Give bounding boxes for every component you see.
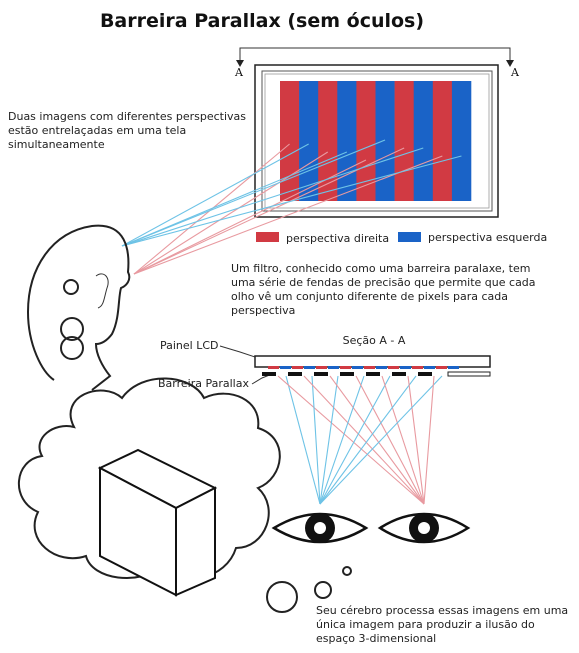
ray-left-perspective (121, 155, 462, 247)
barrier-bar (340, 372, 354, 376)
section-ray-right-eye (277, 375, 425, 505)
intro-text-line-1: Duas imagens com diferentes perspectivas (8, 110, 246, 123)
section-ray-right-eye (407, 375, 425, 505)
brain-text-line-2: única imagem para produzir a ilusão do (316, 618, 535, 631)
legend-label-left: perspectiva esquerda (428, 231, 547, 244)
lcd-pixel-left (352, 366, 363, 369)
lcd-pixel-row (268, 366, 459, 369)
thought-bubble-small (342, 566, 352, 576)
ray-left-perspective (121, 139, 386, 247)
stripe-left-perspective (451, 81, 472, 201)
lcd-pixel-left (448, 366, 459, 369)
lcd-pixel-right (412, 366, 423, 369)
section-ray-right-eye (329, 375, 425, 505)
section-ray-left-eye (319, 375, 391, 505)
lcd-pixel-right (388, 366, 399, 369)
section-ray-left-eye (319, 375, 417, 505)
section-ray-left-eye (285, 375, 321, 505)
stripe-right-perspective (318, 81, 338, 201)
lcd-pixel-right (268, 366, 279, 369)
ray-right-perspective (133, 151, 329, 275)
section-ray-right-eye (303, 375, 425, 505)
brain-text-line-1: Seu cérebro processa essas imagens em um… (316, 604, 568, 617)
legend-swatch-left (398, 232, 421, 242)
section-ray-left-eye (319, 375, 443, 505)
section-ray-right-eye (381, 375, 425, 505)
stripe-right-perspective (394, 81, 414, 201)
lcd-panel-leader (219, 345, 259, 359)
intro-text-line-2: estão entrelaçadas em uma tela (8, 124, 186, 137)
section-rays (277, 375, 443, 505)
filter-text-line-1: Um filtro, conhecido como uma barreira p… (231, 262, 530, 275)
head-profile (26, 224, 131, 391)
lcd-pixel-right (364, 366, 375, 369)
barrier-slits (262, 371, 491, 377)
lcd-pixel-right (316, 366, 327, 369)
left-eye (271, 512, 369, 544)
section-bracket (236, 47, 514, 67)
section-view-label: Seção A - A (343, 334, 406, 347)
lcd-pixel-left (376, 366, 387, 369)
thought-bubble-large (266, 581, 298, 613)
ray-right-perspective (133, 155, 443, 275)
thought-bubble-medium (314, 581, 332, 599)
lcd-pixel-right (436, 366, 447, 369)
diagram-title: Barreira Parallax (sem óculos) (100, 10, 424, 32)
lcd-pixel-left (400, 366, 411, 369)
barrier-bar (366, 372, 380, 376)
lcd-pixel-right (340, 366, 351, 369)
screen-frame (254, 64, 499, 218)
stripe-left-perspective (299, 81, 319, 201)
stripe-right-perspective (356, 81, 376, 201)
barrier-bar (288, 372, 302, 376)
interlaced-stripes (280, 81, 472, 201)
barrier-bar (262, 372, 276, 376)
stripe-left-perspective (375, 81, 395, 201)
screen-rays (121, 139, 462, 275)
thought-cloud (18, 377, 281, 580)
right-eye (377, 512, 471, 544)
lcd-pixel-left (304, 366, 315, 369)
barrier-bar (314, 372, 328, 376)
filter-text-line-2: uma série de fendas de precisão que perm… (231, 276, 536, 289)
cube-3d (97, 448, 218, 597)
lcd-pixel-left (280, 366, 291, 369)
intro-text-line-3: simultaneamente (8, 138, 105, 151)
lcd-pixel-left (328, 366, 339, 369)
stripe-left-perspective (413, 81, 434, 201)
legend-label-right: perspectiva direita (286, 232, 389, 245)
section-marker-right: A (510, 66, 520, 79)
legend-swatch-right (256, 232, 279, 242)
brain-text-line-3: espaço 3-dimensional (316, 632, 436, 645)
lcd-pixel-right (292, 366, 303, 369)
filter-text-line-3: olho vê um conjunto diferente de pixels … (231, 290, 508, 303)
stripe-right-perspective (432, 81, 453, 201)
lcd-pixel-left (424, 366, 435, 369)
section-ray-right-eye (355, 375, 425, 505)
lcd-panel-label: Painel LCD (160, 339, 219, 352)
barrier-bar (418, 372, 432, 376)
section-ray-left-eye (311, 375, 321, 505)
section-marker-left: A (234, 66, 244, 79)
section-ray-right-eye (423, 375, 435, 505)
barrier-bar (392, 372, 406, 376)
ray-left-perspective (121, 147, 424, 247)
section-ray-left-eye (319, 375, 365, 505)
filter-text-line-4: perspectiva (231, 304, 295, 317)
ray-left-perspective (121, 143, 309, 247)
section-ray-left-eye (319, 375, 339, 505)
lcd-panel (254, 355, 491, 368)
stripe-right-perspective (280, 81, 300, 201)
stripe-left-perspective (337, 81, 357, 201)
